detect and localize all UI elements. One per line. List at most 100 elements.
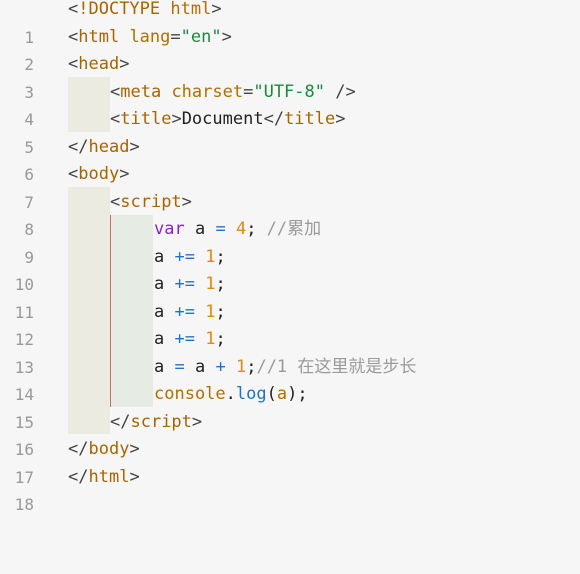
token: ; <box>215 246 226 267</box>
line-content: <body> <box>68 161 129 189</box>
token: !DOCTYPE <box>78 0 161 19</box>
line-number: 12 <box>14 330 34 349</box>
code-line[interactable]: 6 </head> <box>0 134 580 185</box>
token: script <box>120 191 182 212</box>
token: += <box>174 274 195 294</box>
code-line[interactable]: 17 </body> <box>0 436 580 487</box>
token: < <box>110 191 121 212</box>
token: a <box>184 356 216 377</box>
code-line[interactable]: 13 a += 1; <box>0 326 580 377</box>
token: a <box>184 219 216 239</box>
token: < <box>68 0 79 19</box>
token: ); <box>287 384 308 404</box>
line-number: 4 <box>24 110 34 129</box>
indent-guide-head <box>68 77 110 132</box>
code-line[interactable]: 11 a += 1; <box>0 271 580 322</box>
code-editor[interactable]: 1 <!DOCTYPE html> 2 <html lang="en"> 3 <… <box>0 0 580 515</box>
line-content: </head> <box>68 134 140 162</box>
line-number: 5 <box>24 137 34 157</box>
line-content: </html> <box>68 464 140 492</box>
line-content: </script> <box>110 409 202 437</box>
token: 1 <box>205 246 216 267</box>
code-line[interactable]: 9 var a = 4; //累加 <box>0 216 580 267</box>
token: Document <box>181 109 264 129</box>
indent-marker-script <box>110 215 111 407</box>
token: < <box>110 109 121 129</box>
token: = <box>215 219 226 239</box>
token: 1 <box>205 329 216 349</box>
token: < <box>68 164 79 184</box>
token: a <box>154 246 175 267</box>
line-number: 8 <box>24 220 34 239</box>
token: ; <box>246 356 257 377</box>
token <box>226 219 236 239</box>
token: += <box>174 246 195 267</box>
code-line[interactable]: 15 console.log(a); <box>0 381 580 432</box>
code-line[interactable]: 14 a = a + 1;//1 在这里就是步长 <box>0 354 580 405</box>
token: log <box>235 384 267 404</box>
token <box>195 329 205 349</box>
token: ; <box>246 219 267 239</box>
token: a <box>154 356 175 377</box>
token: 1 <box>205 301 216 322</box>
code-line[interactable]: 8 <script> <box>0 189 580 240</box>
token: < <box>110 81 121 102</box>
token: > <box>129 136 140 157</box>
token: 1 <box>205 274 216 294</box>
token: html <box>160 0 212 19</box>
token <box>195 274 205 294</box>
line-content: a += 1; <box>154 244 226 272</box>
token: ; <box>215 329 226 349</box>
code-line[interactable]: 12 a += 1; <box>0 299 580 350</box>
token: = <box>243 81 254 102</box>
token: body <box>78 164 120 184</box>
line-number: 9 <box>24 247 34 267</box>
token: console <box>154 384 226 404</box>
line-number: 1 <box>24 27 34 47</box>
line-content: <title>Document</title> <box>110 106 346 134</box>
code-line[interactable]: 16 </script> <box>0 409 580 460</box>
token: script <box>130 411 192 432</box>
token <box>226 357 236 377</box>
token: 1 <box>235 356 247 377</box>
token: "en" <box>180 26 222 47</box>
token <box>195 302 205 322</box>
token: > <box>129 439 140 459</box>
token: < <box>68 26 79 47</box>
code-line[interactable]: 1 <!DOCTYPE html> <box>0 0 580 47</box>
indent-guide-script <box>110 215 153 407</box>
token: = <box>174 356 185 377</box>
line-number: 10 <box>14 275 34 294</box>
code-line[interactable]: 7 <body> <box>0 161 580 212</box>
code-line[interactable]: 10 a += 1; <box>0 244 580 295</box>
token: var <box>154 219 185 239</box>
code-line[interactable]: 3 <head> <box>0 51 580 102</box>
code-line[interactable]: 5 <title>Document</title> <box>0 106 580 157</box>
line-content: <meta charset="UTF-8" /> <box>110 79 356 107</box>
token: </ <box>68 136 89 157</box>
code-line[interactable]: 4 <meta charset="UTF-8" /> <box>0 79 580 130</box>
line-number: 11 <box>14 302 34 322</box>
token: > <box>181 191 192 212</box>
token: title <box>284 109 336 129</box>
line-number: 14 <box>14 385 34 404</box>
line-number: 2 <box>24 55 34 74</box>
code-line[interactable]: 18 </html> <box>0 464 580 515</box>
token: > <box>119 164 130 184</box>
line-number: 6 <box>24 165 34 184</box>
indent-guide-body <box>68 187 110 434</box>
token: a <box>154 274 175 294</box>
token: > <box>221 26 232 47</box>
token: </ <box>110 411 131 432</box>
line-content: a += 1; <box>154 271 226 299</box>
line-content: <script> <box>110 189 192 217</box>
token: ( <box>266 384 277 404</box>
token: </ <box>68 439 89 459</box>
token: body <box>88 439 130 459</box>
line-content: </body> <box>68 436 140 464</box>
line-number: 7 <box>24 192 34 212</box>
token: ; <box>215 274 226 294</box>
code-line[interactable]: 2 <html lang="en"> <box>0 24 580 75</box>
line-number: 13 <box>14 357 34 377</box>
token: > <box>335 109 346 129</box>
